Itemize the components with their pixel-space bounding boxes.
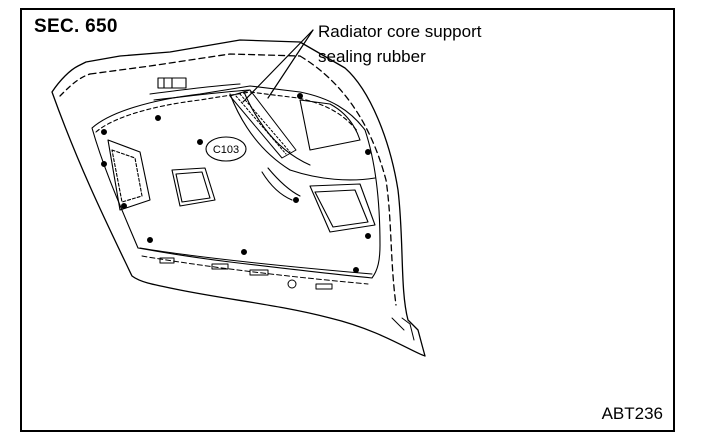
clip-label: C103 bbox=[213, 144, 239, 156]
hood-outline bbox=[51, 39, 426, 357]
figure-frame: SEC. 650 Radiator core support sealing r… bbox=[20, 8, 675, 432]
reference-code: ABT236 bbox=[601, 404, 663, 423]
fastener-holes bbox=[101, 93, 371, 273]
callout-label: Radiator core support sealing rubber bbox=[318, 19, 481, 69]
hood-inner-frame bbox=[91, 83, 381, 279]
callout-leader-lines bbox=[242, 29, 314, 103]
callout-line-1: Radiator core support bbox=[318, 22, 482, 41]
front-edge-details bbox=[139, 247, 415, 341]
latch-bracket bbox=[157, 77, 187, 89]
section-label: SEC. 650 bbox=[34, 16, 118, 37]
callout-line-2: sealing rubber bbox=[318, 47, 426, 66]
sealing-rubber bbox=[229, 89, 297, 159]
clip-marker-c103: C103 bbox=[205, 136, 247, 162]
